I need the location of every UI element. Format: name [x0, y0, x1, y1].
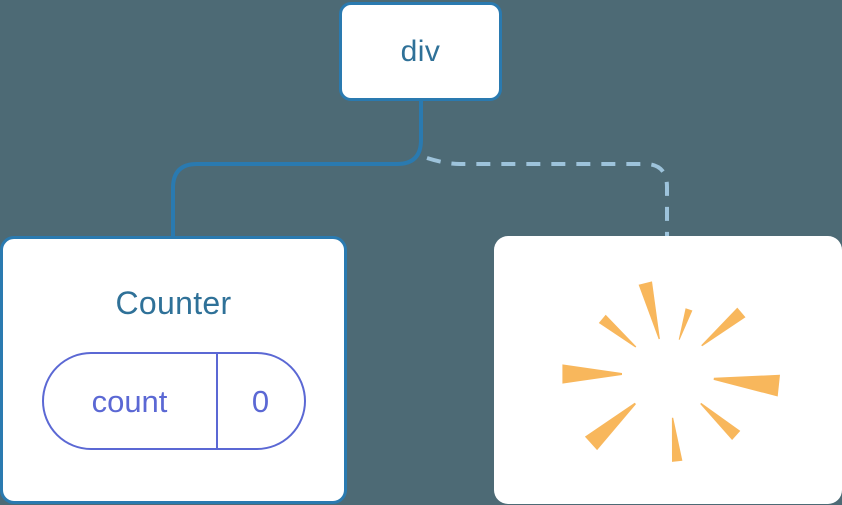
state-pill-value: 0: [215, 354, 304, 448]
sparkle-ray-7: [584, 402, 636, 451]
connector-div-to-effect: [426, 156, 669, 238]
node-effect[interactable]: [494, 236, 842, 504]
connector-div-to-counter: [171, 99, 423, 240]
sparkle-ray-1: [638, 281, 660, 340]
node-div-label: div: [400, 34, 441, 68]
sparkle-ray-9: [671, 417, 683, 462]
sparkle-ray-2: [678, 308, 693, 340]
sparkle-ray-4: [701, 307, 746, 347]
node-div[interactable]: div: [339, 2, 502, 101]
sparkle-ray-6: [713, 374, 780, 397]
node-counter[interactable]: Counter count 0: [0, 236, 347, 504]
sparkle-ray-8: [700, 402, 741, 440]
sparkle-burst-icon: [562, 281, 780, 462]
state-pill-key: count: [91, 383, 168, 419]
node-counter-label: Counter: [115, 285, 232, 321]
state-pill-count[interactable]: count 0: [41, 352, 306, 450]
sparkle-ray-5: [562, 364, 622, 384]
sparkle-ray-3: [598, 314, 637, 348]
